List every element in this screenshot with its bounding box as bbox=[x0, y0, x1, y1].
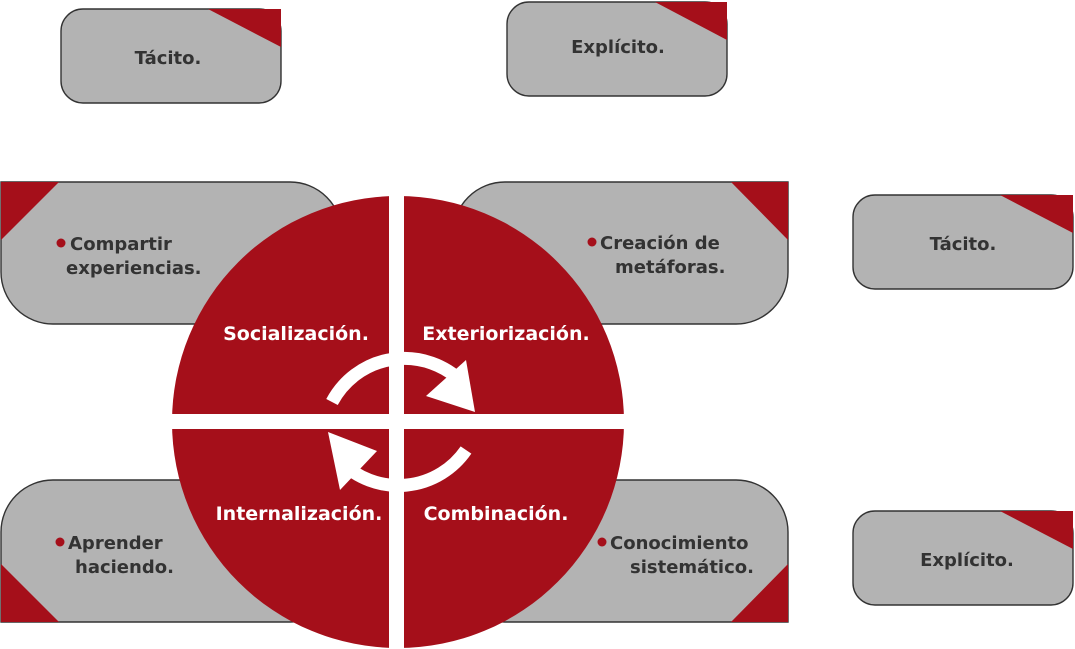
label-text: Tácito. bbox=[135, 48, 202, 69]
label-explicit-right: Explícito. bbox=[852, 510, 1074, 606]
quadrant-socialization: Socialización. bbox=[223, 323, 369, 345]
label-explicit-top: Explícito. bbox=[506, 1, 728, 97]
bullet-icon bbox=[587, 237, 597, 247]
corner-accent bbox=[1000, 195, 1073, 233]
corner-accent bbox=[1000, 511, 1073, 549]
seci-circle: Socialización. Exteriorización. Internal… bbox=[165, 190, 631, 649]
quadrant-combination: Combinación. bbox=[424, 503, 569, 525]
bullet-icon bbox=[597, 537, 607, 547]
card-line-1: Conocimiento bbox=[610, 533, 749, 554]
corner-accent bbox=[655, 2, 727, 40]
label-text: Explícito. bbox=[920, 550, 1014, 571]
label-text: Tácito. bbox=[930, 234, 997, 255]
corner-accent bbox=[731, 182, 788, 240]
label-tacit-right: Tácito. bbox=[852, 194, 1074, 290]
card-line-2: haciendo. bbox=[75, 557, 174, 578]
bullet-icon bbox=[55, 537, 65, 547]
card-line-1: Compartir bbox=[70, 234, 172, 255]
card-line-2: metáforas. bbox=[615, 257, 726, 278]
corner-accent bbox=[1, 182, 59, 240]
corner-accent bbox=[208, 9, 281, 47]
card-line-1: Creación de bbox=[600, 233, 720, 254]
quadrant-externalization: Exteriorización. bbox=[422, 323, 589, 345]
quadrant-internalization: Internalización. bbox=[216, 503, 383, 525]
card-line-1: Aprender bbox=[68, 533, 163, 554]
corner-accent bbox=[1, 564, 59, 622]
bullet-icon bbox=[56, 238, 66, 248]
card-line-2: sistemático. bbox=[630, 557, 754, 578]
card-line-2: experiencias. bbox=[66, 258, 202, 279]
cycle-arrow-bottom-icon bbox=[328, 432, 472, 492]
label-text: Explícito. bbox=[571, 37, 665, 58]
corner-accent bbox=[731, 564, 788, 622]
cycle-arrow-top-icon bbox=[326, 351, 475, 412]
label-tacit-top: Tácito. bbox=[60, 8, 282, 104]
horizontal-divider bbox=[165, 414, 631, 429]
